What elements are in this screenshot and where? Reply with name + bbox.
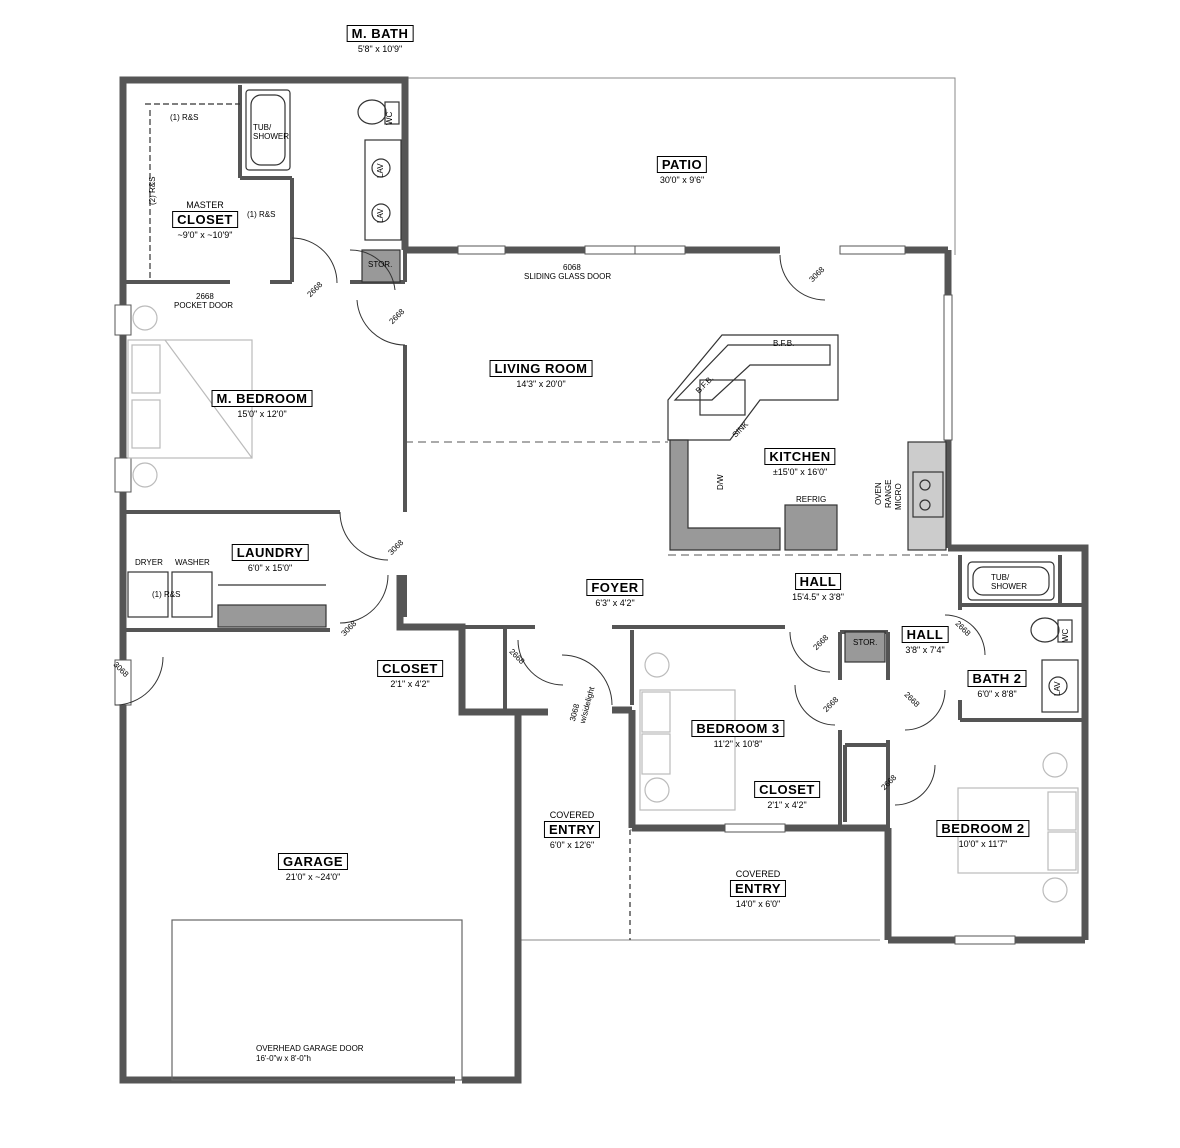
- note-rs-side: (2) R&S: [148, 176, 157, 205]
- note-overhead-dim: 16'-0"w x 8'-0"h: [256, 1054, 311, 1063]
- room-name: M. BEDROOM: [211, 390, 313, 407]
- room-dim: 3'8" x 7'4": [905, 645, 945, 655]
- room-prefix: COVERED: [549, 810, 595, 820]
- note-dryer: DRYER: [135, 558, 163, 567]
- room-label-m-bath: M. BATH 5'8" x 10'9": [346, 25, 414, 54]
- room-name: LAUNDRY: [231, 544, 309, 561]
- area-lines: [405, 441, 948, 556]
- note-pocket-door: POCKET DOOR: [174, 301, 233, 310]
- room-dim: 2'1" x 4'2": [390, 679, 430, 689]
- room-label-foyer: FOYER 6'3" x 4'2": [586, 579, 644, 608]
- room-label-laundry: LAUNDRY 6'0" x 15'0": [231, 544, 309, 573]
- room-name: HALL: [901, 626, 949, 643]
- room-label-m-bedroom: M. BEDROOM 15'0" x 12'0": [211, 390, 313, 419]
- room-name: CLOSET: [377, 660, 443, 677]
- note-pocket-code: 2668: [196, 292, 214, 301]
- note-washer: WASHER: [175, 558, 210, 567]
- note-lav-bath2: LAV: [1053, 681, 1062, 696]
- note-stor-hall: STOR.: [853, 638, 878, 647]
- room-prefix: COVERED: [735, 869, 781, 879]
- note-tub-shower-bath2: TUB/ SHOWER: [991, 573, 1027, 591]
- room-dim: 30'0" x 9'6": [659, 175, 705, 185]
- room-name: HALL: [794, 573, 842, 590]
- note-range: RANGE: [884, 479, 893, 508]
- patio-outline: [405, 77, 956, 255]
- room-dim: 14'3" x 20'0": [516, 379, 566, 389]
- room-label-kitchen: KITCHEN ±15'0" x 16'0": [764, 448, 836, 477]
- door-swings: [114, 237, 986, 806]
- room-label-hall-small: HALL 3'8" x 7'4": [901, 626, 949, 655]
- note-wc-bath2: WC: [1061, 628, 1070, 642]
- room-dim: 15'0" x 12'0": [237, 409, 287, 419]
- room-dim: 11'2" x 10'8": [713, 739, 763, 749]
- room-dim: 6'0" x 15'0": [247, 563, 293, 573]
- room-name: BEDROOM 2: [936, 820, 1030, 837]
- room-prefix: MASTER: [186, 200, 224, 210]
- room-name: CLOSET: [172, 211, 238, 228]
- room-label-closet-b3: CLOSET 2'1" x 4'2": [754, 781, 820, 810]
- room-label-bedroom-2: BEDROOM 2 10'0" x 11'7": [936, 820, 1030, 849]
- room-label-garage: GARAGE 21'0" x ~24'0": [277, 853, 349, 882]
- room-dim: 2'1" x 4'2": [767, 800, 807, 810]
- room-name: M. BATH: [346, 25, 414, 42]
- room-dim: 14'0" x 6'0": [735, 899, 781, 909]
- room-label-closet-master: MASTER CLOSET ~9'0" x ~10'9": [172, 200, 238, 240]
- note-overhead-door: OVERHEAD GARAGE DOOR: [256, 1044, 364, 1053]
- note-rs-closet: (1) R&S: [247, 210, 276, 219]
- room-label-bath-2: BATH 2 6'0" x 8'8": [967, 670, 1027, 699]
- room-name: FOYER: [586, 579, 644, 596]
- room-name: ENTRY: [729, 880, 787, 897]
- room-dim: 15'4.5" x 3'8": [792, 592, 844, 602]
- room-label-bedroom-3: BEDROOM 3 11'2" x 10'8": [691, 720, 785, 749]
- note-refrig: REFRIG: [796, 495, 827, 504]
- note-micro: MICRO: [894, 483, 903, 510]
- note-rs-laundry: (1) R&S: [152, 590, 181, 599]
- room-name: PATIO: [656, 156, 708, 173]
- room-label-living-room: LIVING ROOM 14'3" x 20'0": [489, 360, 593, 389]
- note-lav-1: LAV: [376, 163, 385, 178]
- note-rs-top: (1) R&S: [170, 113, 199, 122]
- room-dim: 21'0" x ~24'0": [285, 872, 341, 882]
- room-label-entry-large: COVERED ENTRY 14'0" x 6'0": [729, 869, 787, 909]
- room-dim: 10'0" x 11'7": [958, 839, 1008, 849]
- room-name: LIVING ROOM: [489, 360, 593, 377]
- room-label-hall-main: HALL 15'4.5" x 3'8": [792, 573, 844, 602]
- room-label-patio: PATIO 30'0" x 9'6": [656, 156, 708, 185]
- windows: [114, 245, 1016, 945]
- room-name: CLOSET: [754, 781, 820, 798]
- room-name: BEDROOM 3: [691, 720, 785, 737]
- note-lav-2: LAV: [376, 208, 385, 223]
- room-label-closet-foyer: CLOSET 2'1" x 4'2": [377, 660, 443, 689]
- room-dim: 5'8" x 10'9": [357, 44, 403, 54]
- note-wc-master: WC: [385, 111, 394, 125]
- room-dim: ±15'0" x 16'0": [772, 467, 828, 477]
- room-dim: 6'0" x 12'6": [549, 840, 595, 850]
- room-dim: ~9'0" x ~10'9": [177, 230, 233, 240]
- room-name: KITCHEN: [764, 448, 836, 465]
- note-tub-shower-master: TUB/ SHOWER: [253, 123, 289, 141]
- room-name: GARAGE: [277, 853, 349, 870]
- room-dim: 6'3" x 4'2": [595, 598, 635, 608]
- room-name: ENTRY: [543, 821, 601, 838]
- note-stor-master: STOR.: [368, 260, 393, 269]
- note-sliding-door: SLIDING GLASS DOOR: [524, 272, 612, 281]
- note-bfb-1: B.F.B.: [773, 339, 795, 348]
- note-dw: D/W: [716, 474, 725, 490]
- note-oven: OVEN: [874, 482, 883, 505]
- room-name: BATH 2: [967, 670, 1027, 687]
- note-sliding-code: 6068: [563, 263, 581, 272]
- room-dim: 6'0" x 8'8": [977, 689, 1017, 699]
- room-label-entry-small: COVERED ENTRY 6'0" x 12'6": [543, 810, 601, 850]
